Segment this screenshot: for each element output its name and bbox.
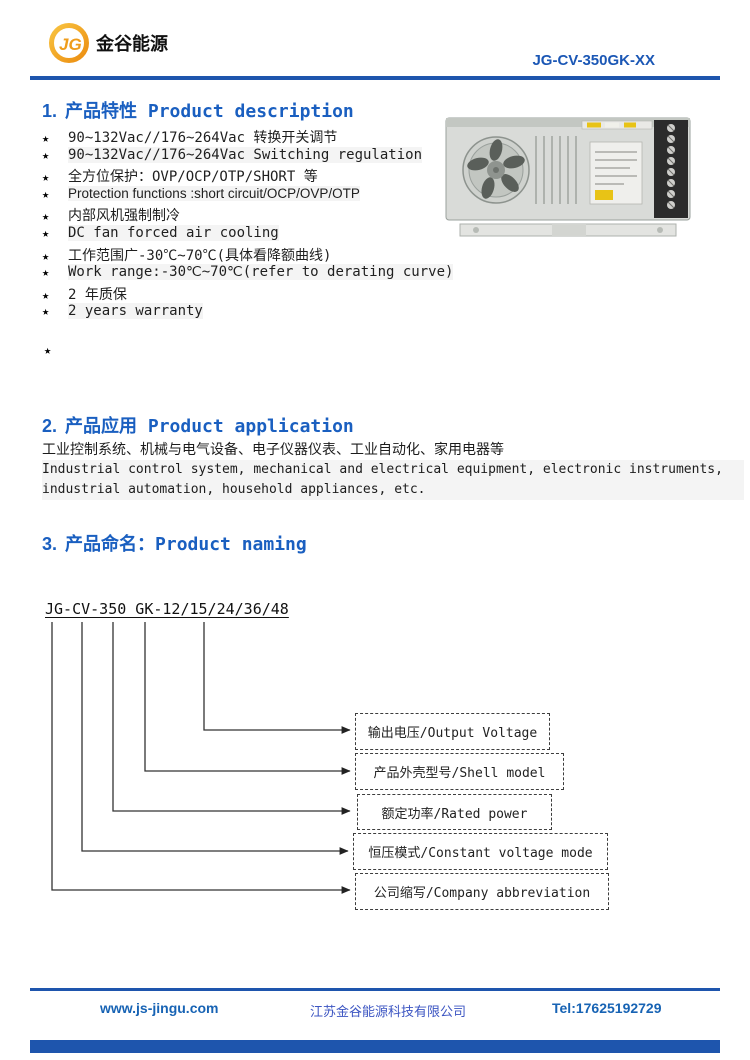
feature-item: ★内部风机强制制冷 <box>42 208 180 225</box>
naming-diagram: 输出电压/Output Voltage 产品外壳型号/Shell model 额… <box>0 590 750 920</box>
footer-telephone: Tel:17625192729 <box>552 1000 662 1016</box>
star-bullet-icon: ★ <box>42 265 50 280</box>
star-bullet-icon: ★ <box>42 131 50 145</box>
header-rule <box>30 76 720 80</box>
star-bullet-icon: ★ <box>42 225 50 240</box>
naming-box-constant-voltage: 恒压模式/Constant voltage mode <box>353 833 608 870</box>
brand-name: 金谷能源 <box>96 34 168 54</box>
star-bullet-icon: ★ <box>42 287 50 302</box>
star-bullet-icon: ★ <box>42 147 50 162</box>
application-text-cn: 工业控制系统、机械与电气设备、电子仪器仪表、工业自动化、家用电器等 <box>42 442 504 458</box>
naming-box-output-voltage: 输出电压/Output Voltage <box>355 713 550 750</box>
star-bullet-icon: ★ <box>42 209 50 224</box>
footer-rule <box>30 988 720 991</box>
star-bullet-icon: ★ <box>42 170 50 185</box>
feature-item: ★Work range:-30℃~70℃(refer to derating c… <box>42 264 454 281</box>
star-bullet-icon: ★ <box>42 248 50 263</box>
section1-number: 1. <box>42 101 58 121</box>
logo-monogram-icon: JG <box>49 23 89 63</box>
footer-website-link[interactable]: www.js-jingu.com <box>100 1000 219 1016</box>
feature-item: ★工作范围广-30℃~70℃(具体看降额曲线) <box>42 247 332 264</box>
naming-model-code: JG-CV-350 GK-12/15/24/36/48 <box>45 600 289 618</box>
feature-item: ★Protection functions :short circuit/OCP… <box>42 185 360 201</box>
naming-box-rated-power: 额定功率/Rated power <box>357 794 552 830</box>
svg-text:JG: JG <box>59 35 82 54</box>
naming-connector-lines <box>51 622 351 894</box>
feature-list: ★90~132Vac//176~264Vac 转换开关调节 ★90~132Vac… <box>42 127 454 323</box>
company-logo: JG 金谷能源 <box>48 22 168 64</box>
feature-item: ★全方位保护：OVP/OCP/OTP/SHORT 等 <box>42 169 318 186</box>
star-bullet-icon: ★ <box>42 186 50 201</box>
feature-item: ★2 年质保 <box>42 286 127 303</box>
star-bullet-icon: ★ <box>44 343 52 357</box>
section2-title: 2.产品应用 Product application <box>42 416 354 437</box>
application-text-en: Industrial control system, mechanical an… <box>42 460 744 500</box>
feature-item: ★DC fan forced air cooling <box>42 224 279 241</box>
feature-item: ★90~132Vac//176~264Vac 转换开关调节 <box>42 130 338 146</box>
section1-title: 1.产品特性 Product description <box>42 101 354 122</box>
footer-company-name: 江苏金谷能源科技有限公司 <box>310 1005 467 1020</box>
page-model-code: JG-CV-350GK-XX <box>532 52 655 69</box>
naming-box-shell-model: 产品外壳型号/Shell model <box>355 753 564 790</box>
star-bullet-icon: ★ <box>42 304 50 319</box>
section2-number: 2. <box>42 416 58 436</box>
section3-title: 3.产品命名：Product naming <box>42 534 307 555</box>
product-photo <box>445 117 691 237</box>
naming-box-company-abbr: 公司缩写/Company abbreviation <box>355 873 609 910</box>
feature-item: ★90~132Vac//176~264Vac Switching regulat… <box>42 146 423 163</box>
feature-item: ★2 years warranty <box>42 303 203 320</box>
section3-number: 3. <box>42 534 58 554</box>
footer-bottom-bar <box>30 1040 720 1053</box>
